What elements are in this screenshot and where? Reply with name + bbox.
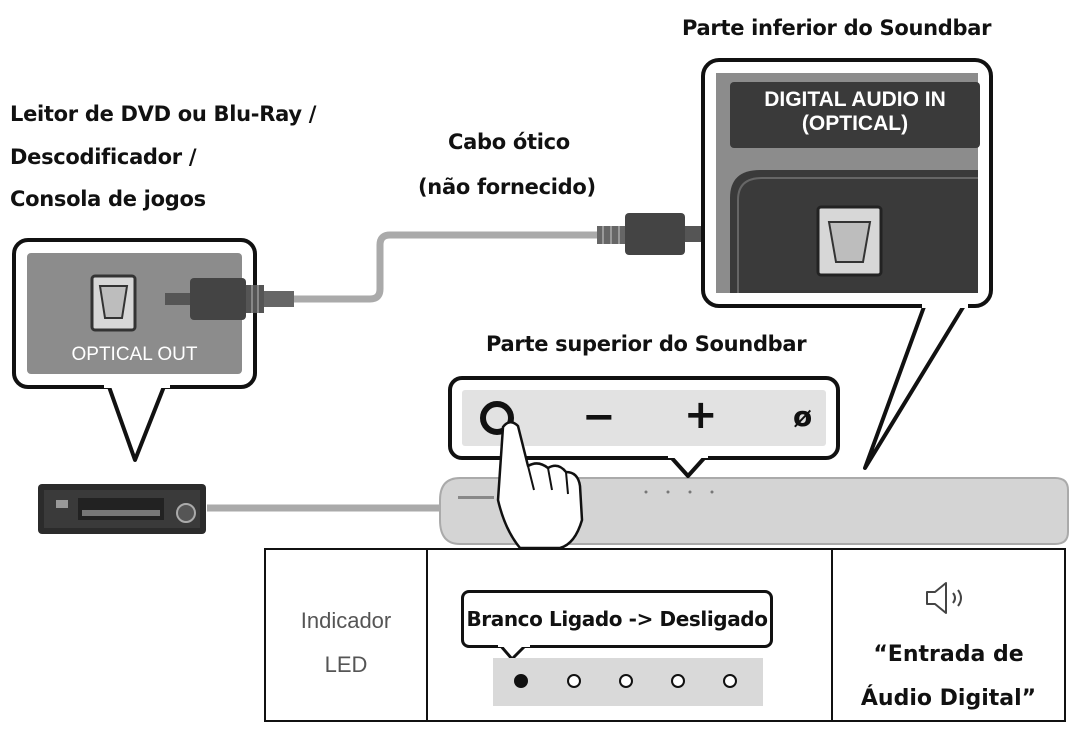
player-rear-panel — [12, 238, 257, 462]
led-indicator-table: Indicador LED Branco Ligado -> Desligado… — [264, 548, 1066, 722]
led-5 — [723, 674, 737, 688]
led-4 — [671, 674, 685, 688]
led-strip — [493, 658, 763, 706]
soundbar-top-callout — [448, 376, 840, 478]
cable-label-2: (não fornecido) — [418, 175, 596, 199]
indicator-label-cell: Indicador LED — [266, 550, 428, 720]
mic-button[interactable]: ø — [793, 400, 813, 433]
volume-down-button[interactable]: − — [582, 394, 616, 440]
led-state-callout: Branco Ligado -> Desligado — [461, 590, 773, 648]
soundbar-bottom-label: Parte inferior do Soundbar — [682, 16, 992, 40]
optical-cable — [293, 231, 600, 303]
soundbar-bottom-panel — [701, 58, 993, 470]
indicator-label-2: LED — [324, 652, 368, 677]
indicator-label-1: Indicador — [300, 608, 392, 633]
soundbar-top-label: Parte superior do Soundbar — [486, 332, 807, 356]
announcement-line-2: Áudio Digital” — [860, 686, 1037, 711]
soundbar — [439, 477, 1069, 545]
announcement-cell: “Entrada de Áudio Digital” — [833, 550, 1064, 720]
led-1 — [514, 674, 528, 688]
cable-label-1: Cabo ótico — [448, 130, 570, 154]
optical-label: (OPTICAL) — [801, 112, 909, 135]
source-device-label-2: Descodificador / — [10, 145, 197, 169]
pointing-hand — [496, 421, 584, 550]
led-3 — [619, 674, 633, 688]
announcement-line-1: “Entrada de — [873, 642, 1024, 667]
volume-up-button[interactable]: + — [684, 392, 718, 438]
power-button[interactable] — [480, 401, 514, 435]
led-2 — [567, 674, 581, 688]
source-device-label-3: Consola de jogos — [10, 187, 206, 211]
digital-audio-in-label: DIGITAL AUDIO IN — [764, 88, 946, 111]
optical-out-label: OPTICAL OUT — [71, 344, 198, 365]
source-device-label-1: Leitor de DVD ou Blu-Ray / — [10, 102, 317, 126]
optical-plug-left — [165, 278, 294, 320]
led-state-cell: Branco Ligado -> Desligado — [428, 550, 833, 720]
media-player — [38, 484, 206, 534]
speaker-icon — [926, 582, 962, 614]
